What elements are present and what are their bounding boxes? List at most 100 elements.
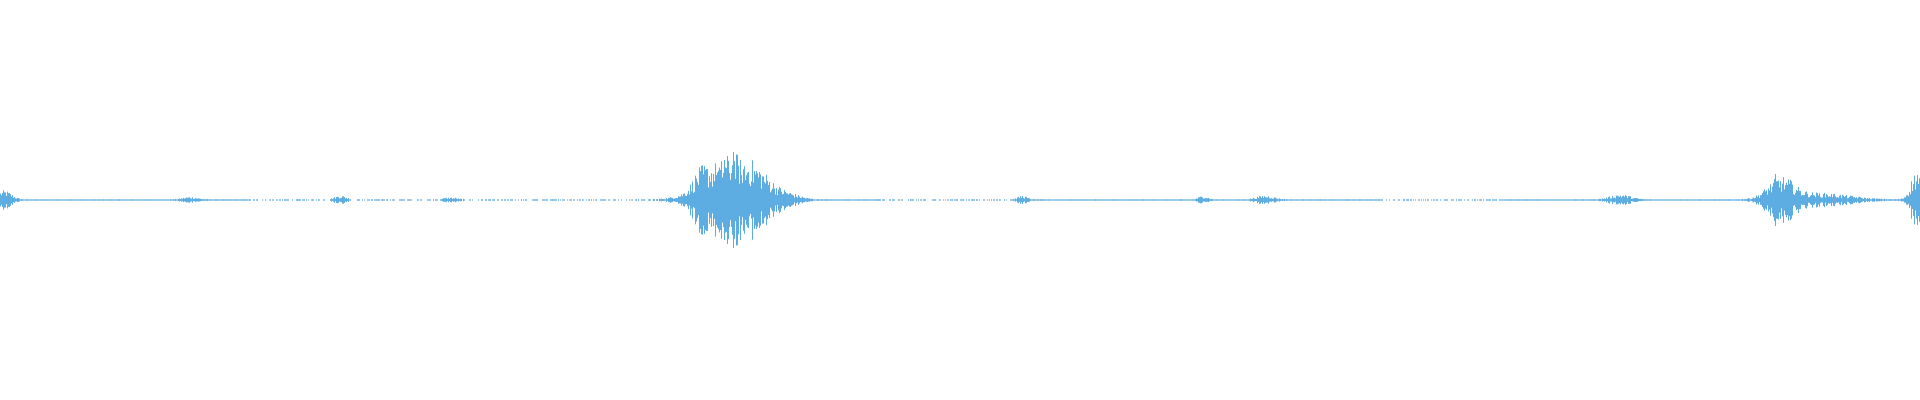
waveform-bar (1018, 196, 1019, 204)
waveform-bar (1804, 195, 1805, 205)
waveform-bar (1705, 199, 1706, 201)
waveform-bar (376, 199, 377, 201)
waveform-bar (331, 198, 332, 202)
waveform-bar (1658, 199, 1659, 201)
waveform-bar (1745, 199, 1746, 201)
waveform-bar (713, 173, 714, 227)
waveform-bar (666, 198, 667, 202)
waveform-bar (165, 199, 166, 201)
waveform-bar (1304, 199, 1305, 201)
waveform-bar (1582, 199, 1583, 201)
waveform-bar (1297, 199, 1298, 201)
waveform-bar (1579, 199, 1580, 201)
waveform-bar (1169, 199, 1170, 201)
waveform-bar (812, 198, 813, 202)
waveform-bar (302, 199, 303, 201)
waveform-bar (1552, 199, 1553, 201)
waveform-bar (1778, 180, 1779, 220)
waveform-bar (1228, 199, 1229, 201)
waveform-bar (794, 197, 795, 203)
waveform-bar (679, 196, 680, 204)
waveform-bar (1475, 199, 1476, 201)
waveform-bar (873, 199, 874, 201)
waveform-bar (676, 198, 677, 202)
waveform-bar (1207, 198, 1208, 202)
waveform-bar (1614, 197, 1615, 203)
waveform-bar (1067, 199, 1068, 201)
waveform-bar (1577, 199, 1578, 201)
waveform-bar (1139, 199, 1140, 201)
waveform-bar (710, 181, 711, 219)
waveform-bar (6, 195, 7, 205)
waveform-bar (1200, 196, 1201, 204)
waveform-bar (55, 199, 56, 201)
waveform-bar (173, 199, 174, 201)
waveform-bar (1137, 199, 1138, 201)
waveform-bar (241, 199, 242, 201)
waveform-bar (430, 199, 431, 201)
waveform-bar (849, 199, 850, 201)
waveform-bar (1336, 199, 1337, 201)
waveform-bar (632, 199, 633, 201)
waveform-bar (212, 199, 213, 201)
waveform-bar (1824, 192, 1825, 208)
waveform-bar (1364, 199, 1365, 201)
waveform-bar (943, 199, 944, 201)
waveform-bar (202, 199, 203, 201)
waveform-bar (1734, 199, 1735, 201)
waveform-bar (110, 199, 111, 201)
waveform-bar (1332, 199, 1333, 201)
waveform-bar (838, 199, 839, 201)
waveform-bar (1225, 199, 1226, 201)
waveform-bar (1360, 199, 1361, 201)
waveform-bar (24, 199, 25, 201)
waveform-bar (1653, 199, 1654, 201)
waveform-bar (1810, 195, 1811, 205)
waveform-bar (1594, 199, 1595, 201)
waveform-bar (526, 199, 527, 201)
waveform-bar (1161, 199, 1162, 201)
waveform-bar (984, 199, 985, 201)
waveform-bar (449, 198, 450, 202)
waveform-bar (12, 195, 13, 205)
waveform-bar (457, 199, 458, 201)
waveform-bar (297, 199, 298, 201)
waveform-bar (464, 199, 465, 201)
waveform-bar (631, 199, 632, 201)
waveform-bar (534, 199, 535, 201)
waveform-bar (145, 199, 146, 201)
waveform-bar (52, 199, 53, 201)
waveform-bar (1771, 192, 1772, 208)
waveform-bar (1718, 199, 1719, 201)
waveform-bar (1543, 199, 1544, 201)
waveform-bar (1862, 198, 1863, 202)
waveform-bar (1312, 199, 1313, 201)
waveform-bar (163, 199, 164, 201)
waveform-bar (215, 199, 216, 201)
waveform-bar (939, 199, 940, 201)
waveform-bar (956, 199, 957, 201)
waveform-bar (1689, 199, 1690, 201)
waveform-bar (596, 199, 597, 201)
waveform-bar (1374, 199, 1375, 201)
waveform-bar (1185, 199, 1186, 201)
waveform-bar (615, 199, 616, 201)
waveform-bar (452, 198, 453, 202)
waveform-bar (751, 181, 752, 219)
waveform-bar (1586, 199, 1587, 201)
waveform-bar (1584, 199, 1585, 201)
waveform-bar (218, 199, 219, 201)
waveform-bar (1294, 199, 1295, 201)
waveform-bar (925, 199, 926, 201)
waveform-bar (1608, 197, 1609, 203)
waveform-bar (1115, 199, 1116, 201)
waveform-bar (707, 169, 708, 231)
waveform-bar (1872, 198, 1873, 202)
waveform-bar (152, 199, 153, 201)
waveform-bar (1665, 199, 1666, 201)
waveform-bar (50, 199, 51, 201)
waveform-bar (1345, 199, 1346, 201)
waveform-bar (940, 199, 941, 201)
waveform-bar (1158, 199, 1159, 201)
